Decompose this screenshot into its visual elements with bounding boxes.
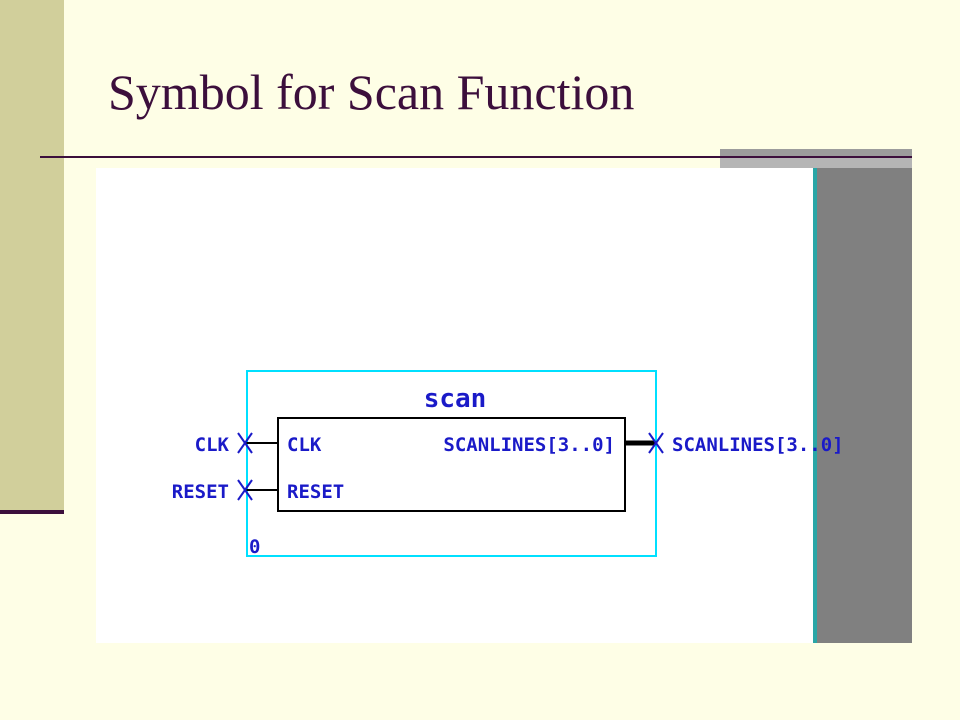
gray-panel[interactable] [817,168,912,643]
reset-net-label: RESET [172,481,229,503]
window-tab [720,149,912,156]
symbol-name: scan [424,384,487,414]
clk-pin-label: CLK [287,434,322,456]
side-bar-accent [0,510,64,514]
side-bar [0,0,64,510]
schematic-canvas[interactable] [96,168,816,643]
symbol-outline[interactable] [246,370,657,557]
scanlines-net-label: SCANLINES[3..0] [672,434,844,456]
reset-pin-label: RESET [287,481,344,503]
window-tab-strip [720,158,912,168]
symbol-body[interactable] [277,417,626,512]
canvas-edge [813,168,817,643]
scanlines-pin-label: SCANLINES[3..0] [443,434,615,456]
reset-connector-icon[interactable] [237,479,253,501]
clk-connector-icon[interactable] [237,432,253,454]
instance-number: 0 [249,536,260,558]
scanlines-connector-icon[interactable] [648,432,664,454]
clk-net-label: CLK [195,434,230,456]
title-divider [40,156,912,158]
slide-title: Symbol for Scan Function [108,64,635,120]
